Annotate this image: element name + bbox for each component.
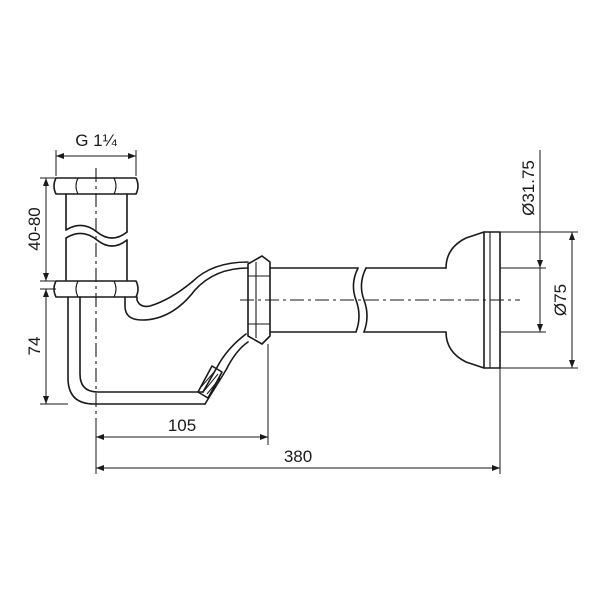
horizontal-tube [269, 267, 447, 333]
vertical-tailpiece [53, 177, 139, 298]
drain-plug [197, 365, 223, 399]
dim-height-lower: 74 [25, 288, 68, 405]
coupling-nut [247, 255, 271, 345]
trap-bend [67, 261, 249, 405]
total-length-label: 380 [284, 447, 312, 466]
flange-diameter-label: Ø75 [551, 284, 570, 316]
thread-label: G 1¼ [75, 131, 117, 150]
dim-flange-diameter: Ø75 [500, 231, 578, 369]
height-range-label: 40-80 [25, 207, 44, 250]
dim-total-length: 380 [95, 368, 501, 474]
dim-thread: G 1¼ [55, 131, 137, 176]
dim-tube-diameter: Ø31.75 [519, 150, 546, 333]
tube-diameter-label: Ø31.75 [519, 160, 538, 216]
center-lines [95, 168, 520, 420]
dim-offset: 105 [95, 344, 269, 445]
dim-height-range: 40-80 [25, 177, 56, 282]
offset-label: 105 [168, 416, 196, 435]
height-lower-label: 74 [25, 337, 44, 356]
